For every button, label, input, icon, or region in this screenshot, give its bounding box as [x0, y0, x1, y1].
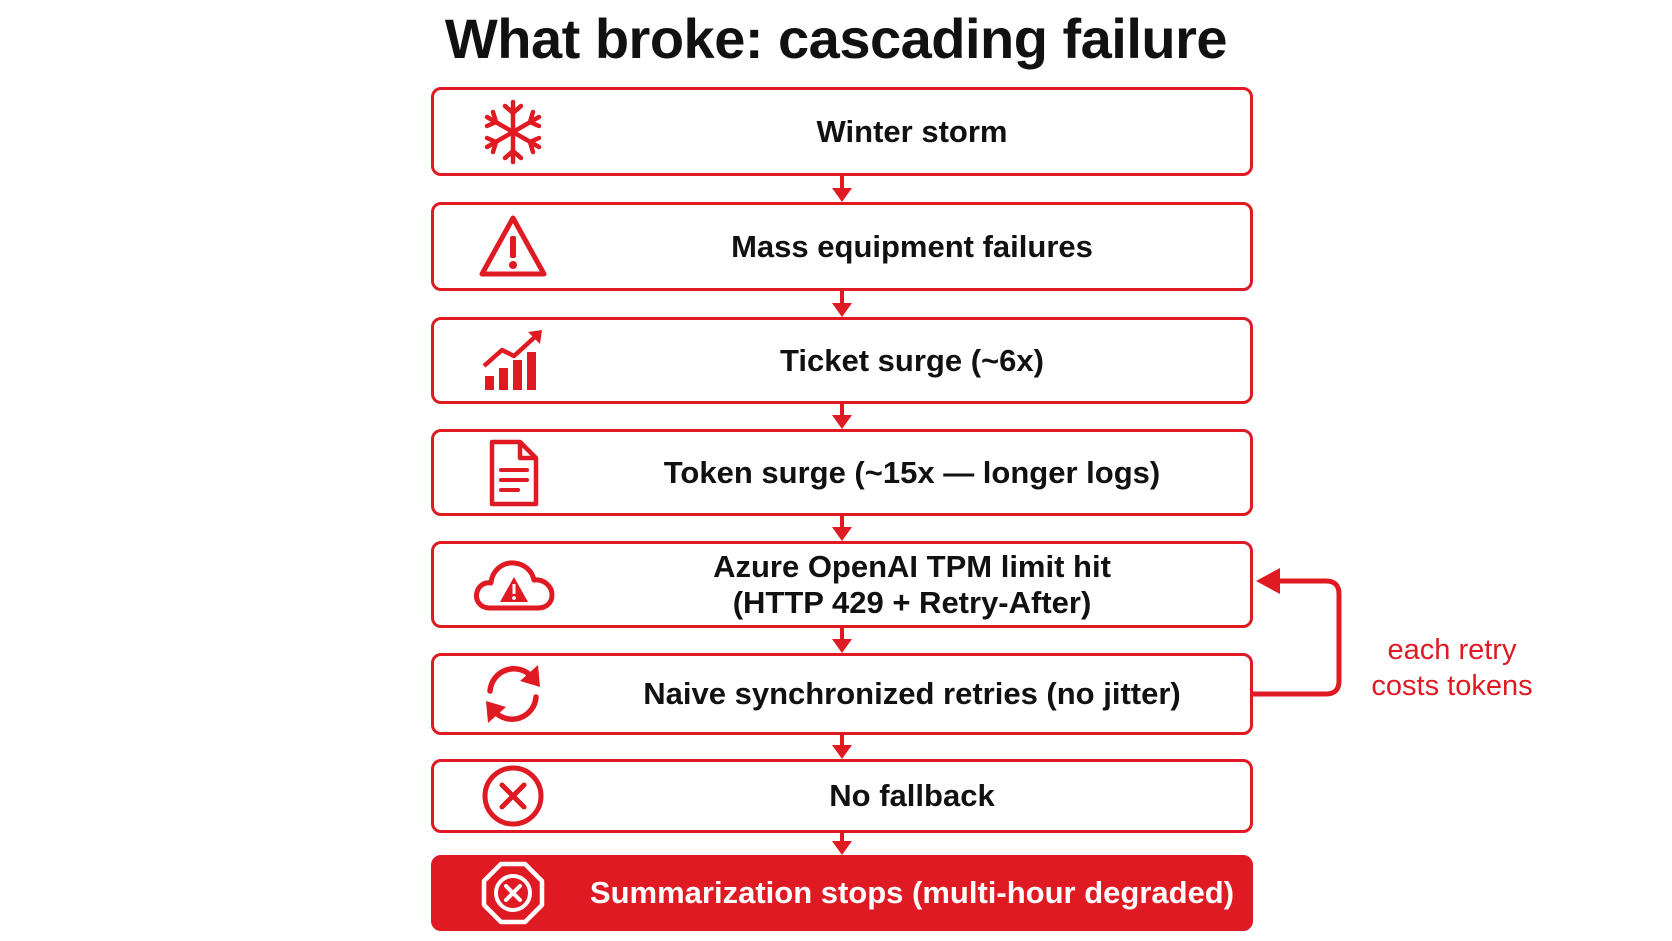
down-arrow-2 [832, 291, 852, 317]
down-arrow-6 [832, 735, 852, 759]
step-label: Mass equipment failures [731, 228, 1093, 264]
feedback-note: each retry costs tokens [1371, 634, 1533, 702]
step-label: Token surge (~15x — longer logs) [663, 454, 1161, 490]
step-tpm-limit-hit: Azure OpenAI TPM limit hit (HTTP 429 + R… [431, 541, 1253, 628]
step-label: Summarization stops (multi-hour degraded… [589, 875, 1235, 910]
step-naive-retries: Naive synchronized retries (no jitter) [431, 653, 1253, 735]
x-circle-icon [478, 761, 548, 831]
down-arrow-5 [832, 628, 852, 653]
feedback-loop-arrow [1253, 568, 1342, 697]
diagram-title: What broke: cascading failure [444, 7, 1228, 70]
document-icon [478, 438, 548, 508]
step-label: Ticket surge (~6x) [780, 342, 1044, 378]
step-summarization-stops: Summarization stops (multi-hour degraded… [431, 855, 1253, 931]
step-label: Azure OpenAI TPM limit hit (HTTP 429 + R… [713, 548, 1111, 620]
snowflake-icon [478, 97, 548, 167]
stop-octagon-icon [478, 858, 548, 928]
step-mass-equipment-failures: Mass equipment failures [431, 202, 1253, 291]
bar-chart-up-icon [478, 326, 548, 396]
down-arrow-4 [832, 516, 852, 541]
step-label: No fallback [829, 778, 995, 813]
step-winter-storm: Winter storm [431, 87, 1253, 176]
down-arrow-1 [832, 176, 852, 202]
down-arrow-7 [832, 833, 852, 855]
warning-triangle-icon [478, 212, 548, 282]
step-token-surge: Token surge (~15x — longer logs) [431, 429, 1253, 516]
step-label: Naive synchronized retries (no jitter) [643, 676, 1181, 711]
cloud-warning-icon [472, 550, 556, 620]
step-ticket-surge: Ticket surge (~6x) [431, 317, 1253, 404]
step-no-fallback: No fallback [431, 759, 1253, 833]
refresh-cycle-icon [478, 659, 548, 729]
step-label: Winter storm [816, 113, 1008, 149]
down-arrow-3 [832, 404, 852, 429]
